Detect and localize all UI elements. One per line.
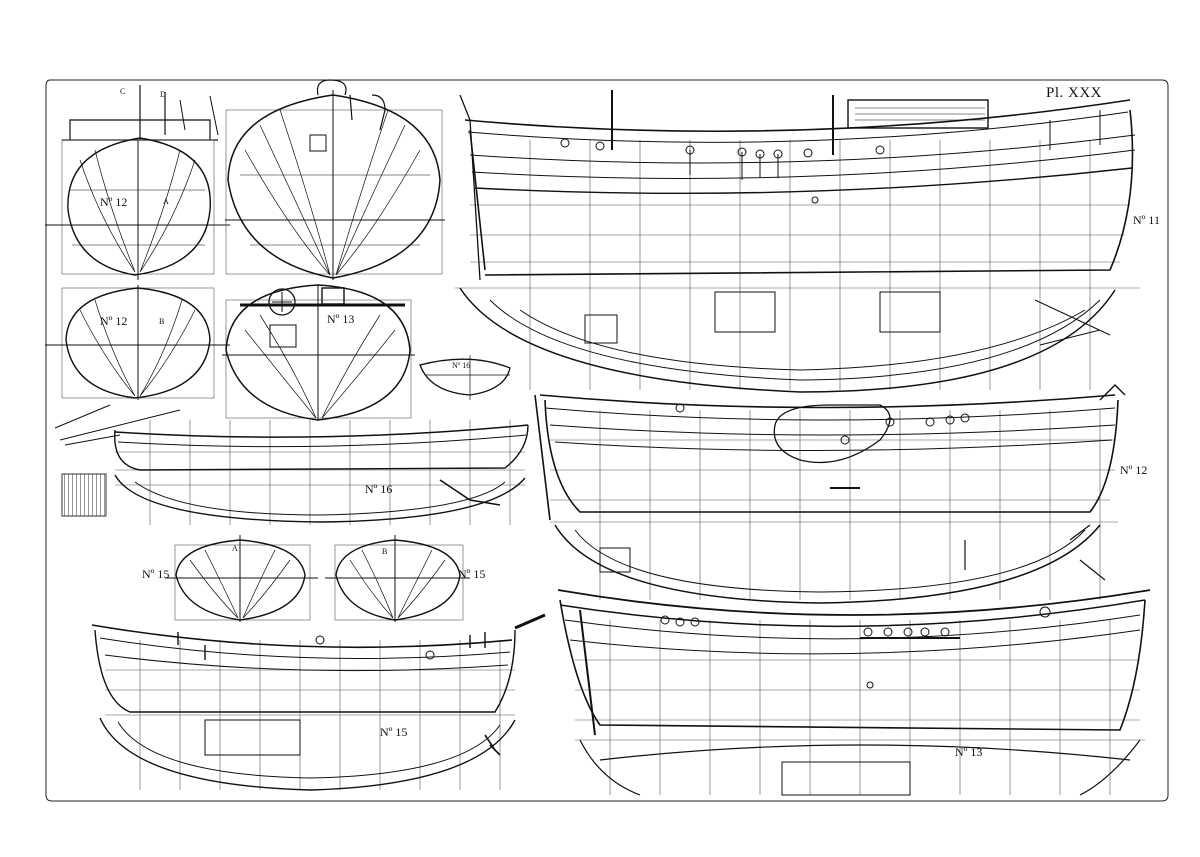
no16-body xyxy=(419,355,511,400)
no11-drawing xyxy=(455,90,1140,393)
no12-stern-detail xyxy=(62,85,219,141)
no13-grid xyxy=(575,620,1145,795)
no12-grid xyxy=(550,410,1118,600)
no13-fittings xyxy=(660,606,1051,689)
no12-hatch xyxy=(773,404,891,464)
no16-body-label: Nº 16 xyxy=(452,361,471,370)
no11-fittings xyxy=(560,90,885,204)
no13-drawing xyxy=(557,589,1151,796)
no15-body-b xyxy=(325,535,470,622)
no15-sheer xyxy=(91,624,513,649)
no12-body-a-station: A xyxy=(163,197,169,206)
no11-half-breadth xyxy=(459,287,1116,393)
no15-fittings xyxy=(177,632,486,660)
no12-body-b-station: B xyxy=(159,317,165,326)
no15-drawing xyxy=(91,613,546,791)
no12-body-b xyxy=(45,285,230,400)
no11-sheer xyxy=(464,99,1131,133)
plate-border xyxy=(45,79,1169,802)
no13-body-upper xyxy=(225,79,445,280)
no15-body-b-station: B xyxy=(382,547,388,556)
no15-label: Nº 15 xyxy=(380,725,408,739)
no11-grid xyxy=(455,140,1140,390)
no13-keel xyxy=(559,599,1146,731)
no12-body-a xyxy=(45,137,230,280)
no12-detail-letter-d: D xyxy=(160,90,166,99)
no12-label: Nº 12 xyxy=(1120,463,1148,477)
no16-label: Nº 16 xyxy=(365,482,393,496)
no12-body-a-label: Nº 12 xyxy=(100,195,128,209)
no15-body-a xyxy=(165,535,318,622)
no16-sheer xyxy=(114,424,529,438)
no12-sheer xyxy=(539,394,1116,409)
no15-half-breadth xyxy=(99,717,516,791)
no16-hatched-panel xyxy=(61,473,107,517)
no13-body-lower xyxy=(222,284,415,421)
no15-body-a-station: A xyxy=(232,544,238,553)
no11-keel xyxy=(469,109,1134,276)
plate-title: Pl. XXX xyxy=(1046,85,1103,101)
no13-lower xyxy=(579,739,1141,796)
no12-half-breadth xyxy=(554,524,1101,604)
no11-scale-box xyxy=(847,99,989,129)
no15-body-b-label: Nº 15 xyxy=(458,567,486,581)
no12-fittings xyxy=(675,384,1126,581)
no16-half-breadth xyxy=(114,474,526,523)
no13-wheel xyxy=(268,288,296,316)
no12-drawing xyxy=(534,384,1126,604)
no12-body-b-label: Nº 12 xyxy=(100,314,128,328)
no12-detail-letter-c: C xyxy=(120,87,126,96)
no13-body-label: Nº 13 xyxy=(327,312,355,326)
no11-label: Nº 11 xyxy=(1133,213,1160,227)
no15-body-a-label: Nº 15 xyxy=(142,567,170,581)
no13-label: Nº 13 xyxy=(955,745,983,759)
no12-keel xyxy=(544,399,1119,513)
no16-drawing xyxy=(54,404,529,525)
no13-sheer xyxy=(557,589,1151,616)
